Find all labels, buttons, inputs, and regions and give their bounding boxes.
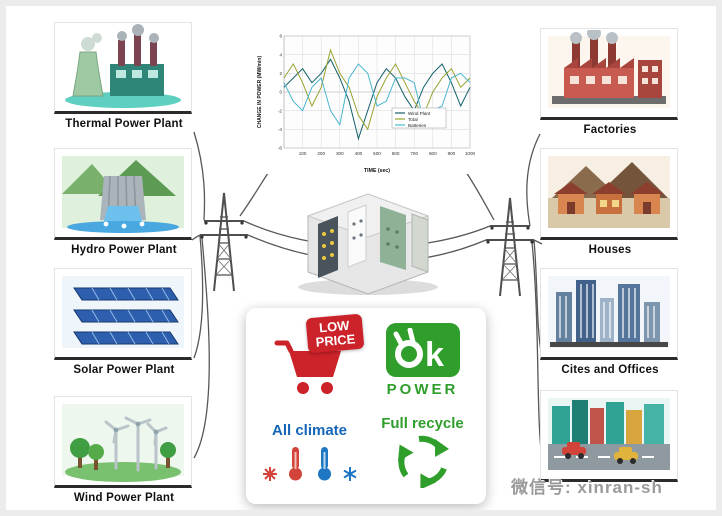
solar-plant-image — [54, 268, 192, 360]
benefits-panel: LOW PRICE k POWER All climate — [246, 308, 486, 504]
svg-text:Total: Total — [408, 117, 418, 122]
card-label-houses: Houses — [588, 244, 632, 256]
factories-icon — [548, 30, 670, 108]
benefit-all-climate: All climate — [254, 407, 365, 496]
thermal-plant-image — [54, 22, 192, 114]
card-label-thermal: Thermal Power Plant — [65, 118, 183, 130]
card-thermal-power-plant: Thermal Power Plant — [54, 22, 194, 130]
ok-letter-k: k — [425, 336, 444, 372]
card-houses: Houses — [540, 148, 680, 256]
svg-text:6: 6 — [279, 34, 282, 39]
svg-text:0: 0 — [279, 90, 282, 95]
svg-text:800: 800 — [429, 151, 437, 156]
card-hydro-power-plant: Hydro Power Plant — [54, 148, 194, 256]
svg-text:200: 200 — [317, 151, 325, 156]
svg-text:-6: -6 — [278, 146, 283, 151]
thermal-plant-icon — [65, 24, 181, 108]
houses-image — [540, 148, 678, 240]
svg-text:100: 100 — [299, 151, 307, 156]
card-cites-and-offices: Cites and Offices — [540, 268, 680, 376]
battery-storage-container — [282, 174, 454, 300]
card-solar-power-plant: Solar Power Plant — [54, 268, 194, 376]
transmission-tower-left — [199, 192, 249, 292]
card-label-wind: Wind Power Plant — [73, 492, 175, 504]
sun-icon — [262, 467, 277, 481]
card-city-street — [540, 390, 680, 486]
houses-icon — [548, 156, 670, 228]
city-street-image — [540, 390, 678, 482]
svg-text:Batteries: Batteries — [408, 123, 427, 128]
plug-ok-icon: k — [393, 328, 444, 372]
svg-text:CHANGE IN POWER (MW/min): CHANGE IN POWER (MW/min) — [257, 56, 263, 129]
svg-text:300: 300 — [336, 151, 344, 156]
card-wind-power-plant: Wind Power Plant — [54, 396, 194, 504]
svg-text:700: 700 — [410, 151, 418, 156]
svg-text:-2: -2 — [278, 108, 283, 113]
hydro-plant-icon — [62, 156, 184, 233]
cites-offices-image — [540, 268, 678, 360]
hydro-plant-image — [54, 148, 192, 240]
cold-thermometer-icon — [317, 447, 331, 481]
low-price-line2: PRICE — [315, 330, 357, 350]
full-recycle-label: Full recycle — [381, 415, 464, 432]
svg-text:500: 500 — [373, 151, 381, 156]
svg-text:2: 2 — [279, 71, 282, 76]
low-price-badge: LOW PRICE — [305, 313, 365, 354]
card-label-hydro: Hydro Power Plant — [71, 244, 177, 256]
svg-text:900: 900 — [448, 151, 456, 156]
hot-thermometer-icon — [288, 447, 302, 481]
svg-text:4: 4 — [279, 52, 282, 57]
cites-offices-icon — [548, 276, 670, 348]
shopping-cart-icon — [274, 340, 341, 394]
factories-image — [540, 28, 678, 120]
solar-plant-icon — [62, 276, 184, 348]
watermark-text: 微信号: xinran-sh — [511, 478, 663, 497]
card-label-solar: Solar Power Plant — [73, 364, 175, 376]
battery-storage-illustration — [298, 193, 438, 295]
benefit-low-price: LOW PRICE — [254, 313, 365, 405]
svg-text:600: 600 — [392, 151, 400, 156]
ok-power-logo: k — [385, 323, 460, 377]
climate-icons — [262, 445, 357, 481]
benefit-full-recycle: Full recycle — [367, 407, 478, 496]
svg-text:-4: -4 — [278, 127, 283, 132]
card-label-factories: Factories — [583, 124, 637, 136]
transmission-tower-right — [485, 197, 535, 297]
recycle-icon — [396, 434, 450, 488]
snowflake-icon — [342, 467, 357, 481]
benefit-ok-power: k POWER — [367, 316, 478, 405]
card-label-cites: Cites and Offices — [561, 364, 659, 376]
all-climate-label: All climate — [271, 422, 348, 439]
wind-plant-icon — [62, 404, 184, 482]
svg-text:1000: 1000 — [465, 151, 476, 156]
city-street-icon — [548, 398, 670, 470]
svg-text:400: 400 — [355, 151, 363, 156]
wind-plant-image — [54, 396, 192, 488]
power-chart-svg: 100 200 300 400 500 600 700 800 900 1000… — [257, 34, 476, 174]
power-balance-chart: 100 200 300 400 500 600 700 800 900 1000… — [254, 28, 478, 174]
power-label: POWER — [386, 381, 459, 398]
svg-text:TIME (sec): TIME (sec) — [364, 168, 390, 174]
card-factories: Factories — [540, 28, 680, 136]
svg-text:Wind Plant: Wind Plant — [408, 111, 431, 116]
